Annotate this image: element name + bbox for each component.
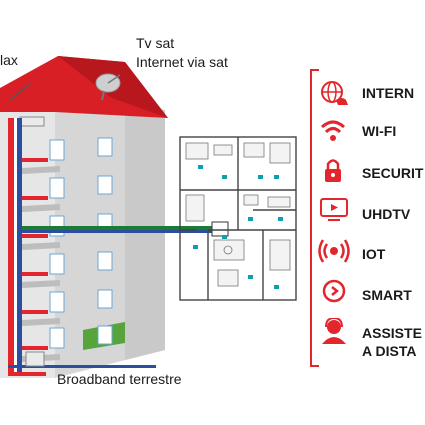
red-riser-cable <box>8 118 14 376</box>
circle-arrow-icon <box>322 279 346 303</box>
floor-feed <box>22 346 48 350</box>
balcony <box>22 166 60 174</box>
floor-feed <box>22 234 48 238</box>
window <box>97 251 113 271</box>
window <box>49 177 65 199</box>
broadband-red-cable <box>8 372 46 376</box>
broadcast-icon <box>318 239 350 263</box>
roof-distribution-box <box>19 116 45 127</box>
balcony <box>22 204 60 212</box>
service-label-security: SECURIT <box>362 165 424 181</box>
window <box>49 139 65 161</box>
satellite-dish-icon <box>95 73 121 101</box>
sat-label-line1: Tv sat <box>136 35 175 51</box>
green-trunk-cable <box>22 226 212 230</box>
window <box>49 291 65 313</box>
floor-feed <box>22 272 48 276</box>
service-label-assistance-line2: A DISTA <box>362 343 417 359</box>
floor-feed-cables <box>22 158 48 350</box>
sat-label-line2: Internet via sat <box>136 54 228 70</box>
balcony <box>22 242 60 250</box>
service-label-iot: IOT <box>362 246 386 262</box>
service-label-internet: INTERN <box>362 85 415 101</box>
window <box>49 327 65 349</box>
window <box>49 253 65 275</box>
floor-feed <box>22 158 48 162</box>
window <box>97 325 113 345</box>
balcony <box>22 280 60 288</box>
person-headset-icon <box>322 318 346 344</box>
globe-hand-icon <box>321 81 348 105</box>
antenna-icon <box>9 83 31 101</box>
floor-feed <box>22 196 48 200</box>
ground-distribution-box <box>25 351 45 367</box>
broadband-label: Broadband terrestre <box>57 371 182 387</box>
service-label-wifi: WI-FI <box>362 123 397 139</box>
floors <box>22 137 113 362</box>
wifi-icon <box>320 120 346 141</box>
connector-box <box>211 221 229 237</box>
blue-trunk-cable <box>22 230 212 233</box>
service-bracket <box>310 69 319 367</box>
window <box>97 289 113 309</box>
balcony <box>22 318 60 326</box>
service-label-assistance-line1: ASSISTE <box>362 325 422 341</box>
tv-play-icon <box>320 198 348 221</box>
floor-feed <box>22 310 48 314</box>
broadband-blue-cable <box>8 365 156 368</box>
window <box>97 137 113 157</box>
blue-riser-cable <box>17 118 22 376</box>
service-label-uhdtv: UHDTV <box>362 206 411 222</box>
apartment-floor-plan <box>179 136 297 301</box>
padlock-icon <box>325 159 341 182</box>
window <box>97 175 113 195</box>
service-label-smart: SMART <box>362 287 412 303</box>
antenna-label: lax <box>0 52 18 68</box>
white-riser-cable <box>14 118 17 376</box>
building-side-shade <box>125 110 165 360</box>
